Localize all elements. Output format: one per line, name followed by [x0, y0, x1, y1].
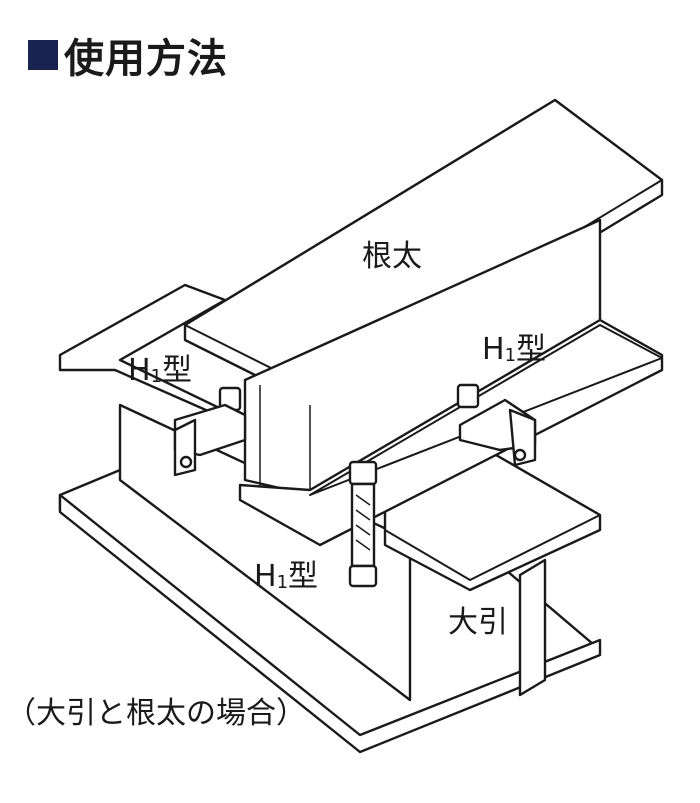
square-bullet-icon: [28, 40, 58, 70]
clamp-bottom-label: H1型: [254, 562, 318, 592]
center-bolt-icon: [348, 460, 378, 588]
clamp-left-sub: 1: [150, 366, 163, 387]
clamp-right-sub: 1: [504, 345, 517, 366]
left-clamp-icon: [173, 386, 247, 477]
diagram-caption: （大引と根太の場合）: [6, 696, 306, 731]
clamp-right-suffix: 型: [516, 332, 547, 367]
clamp-right-label: H1型: [482, 335, 546, 365]
page-title: 使用方法: [28, 26, 228, 84]
clamp-left-label: H1型: [128, 356, 192, 386]
clamp-left-suffix: 型: [162, 353, 193, 388]
clamp-bottom-suffix: 型: [288, 559, 319, 594]
clamp-left-letter: H: [128, 353, 151, 388]
clamp-right-letter: H: [482, 332, 505, 367]
page-title-text: 使用方法: [64, 36, 228, 82]
beam-label: 大引: [448, 605, 508, 640]
right-clamp-icon: [456, 383, 537, 467]
joist-label: 根太: [362, 239, 422, 274]
clamp-bottom-letter: H: [254, 559, 277, 594]
clamp-bottom-sub: 1: [276, 572, 289, 593]
